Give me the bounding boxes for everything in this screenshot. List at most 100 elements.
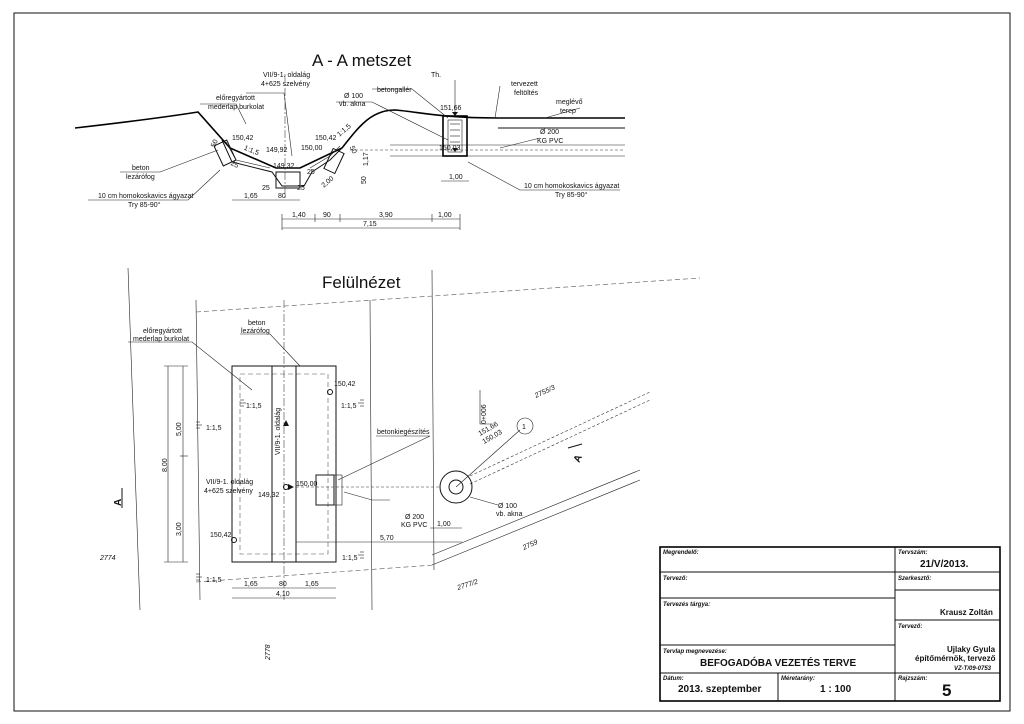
plan-channel [231, 300, 440, 600]
plan-title: Felülnézet [322, 273, 401, 292]
section-dim-25d: 25 [297, 185, 305, 192]
plan-section-mark-left: A [113, 499, 124, 506]
plan-concrete-fill [315, 474, 335, 506]
tb-date: 2013. szeptember [678, 684, 761, 695]
plan-dim-500: 5,00 [176, 422, 183, 436]
plan-node-number: 1 [522, 424, 526, 431]
tb-plan-no-label: Tervszám: [898, 550, 927, 556]
section-dim-80: 80 [278, 193, 286, 200]
section-dim-715: 7,15 [363, 221, 377, 228]
tb-designer-name: Ujlaky Gyula [947, 645, 996, 654]
section-dim-25a: 25 [229, 160, 239, 170]
section-level-7: 150,03 [439, 145, 461, 152]
plan-level-2: 150,00 [296, 481, 318, 488]
tb-scale: 1 : 100 [820, 684, 852, 695]
plan-slope-2: 1:1,5 [341, 403, 357, 410]
section-dim-117: 1,17 [363, 152, 370, 166]
section-level-2: 149,92 [266, 147, 288, 154]
plan-d100-label-2: vb. akna [496, 511, 523, 518]
tb-designer2-label: Tervező: [898, 624, 922, 630]
plan-boundary-left [127, 267, 141, 611]
title-block: Megrendelő: Tervszám: 21/V/2013. Tervező… [659, 546, 1001, 702]
tb-client-label: Megrendelő: [663, 550, 699, 556]
section-gravel-right-label-2: Try 85-90° [555, 191, 588, 199]
section-level-1: 150,42 [232, 135, 254, 142]
section-d100-label-2: vb. akna [339, 101, 366, 108]
plan-station-label: VII/9-1. oldalág [206, 479, 253, 486]
section-prefab-label-2: mederlap burkolat [208, 104, 264, 111]
plan-axis-label: VII/9-1. oldalág [275, 408, 282, 455]
plan-parcel-2759: 2759 [521, 539, 539, 552]
tb-drawing-no: 5 [942, 681, 951, 700]
section-prefab-label: előregyártott [216, 95, 255, 102]
section-gravel-right-label: 10 cm homokoskavics ágyazat [524, 183, 619, 190]
section-existing-label: meglévő [556, 99, 583, 106]
plan-level-4: 150,42 [210, 532, 232, 539]
plan-slope-3: 1:1,5 [206, 425, 222, 432]
plan-parcel-2755: 2755/3 [533, 384, 556, 400]
section-dim-50c: 50 [361, 176, 368, 184]
section-station-label-2: 4+625 szelvény [261, 81, 310, 88]
plan-dim-100: 1,00 [437, 521, 451, 528]
plan-slope-4: 1:1,5 [342, 555, 358, 562]
plan-level-3: 149,32 [258, 492, 280, 499]
section-level-4: 150,42 [315, 135, 337, 142]
plan-dim-80: 80 [279, 581, 287, 588]
plan-parcel-2777: 2777/2 [456, 579, 480, 593]
section-dim-165: 1,65 [244, 193, 258, 200]
plan-dim-300: 3,00 [176, 522, 183, 536]
section-th-label: Th. [431, 72, 441, 79]
tb-subject-label: Tervezés tárgya: [663, 602, 710, 608]
section-station-label: VII/9-1. oldalág [263, 72, 310, 79]
tb-sheet-name: BEFOGADÓBA VEZETÉS TERVE [700, 656, 856, 669]
tb-designer-reg: VZ-T/09-0753 [954, 666, 992, 672]
section-fill-label: tervezett [511, 81, 538, 88]
plan-section-mark-right: A [572, 453, 585, 464]
plan-view: Felülnézet 1 [99, 267, 701, 661]
plan-ditch-line [469, 399, 651, 485]
tb-scale-label: Méretarány: [781, 676, 815, 682]
sheet-frame [13, 12, 1011, 712]
plan-dim-410: 4,10 [276, 591, 290, 598]
section-concrete-label-2: lezárófog [126, 174, 155, 181]
section-d200-label: Ø 200 [540, 129, 559, 136]
section-concrete-label: beton [132, 165, 150, 172]
section-dim-50a: 50 [210, 138, 220, 148]
section-terrain-line [74, 109, 625, 169]
section-dim-100a: 1,00 [449, 174, 463, 181]
plan-manhole: 1 [439, 417, 534, 504]
section-concrete-curb-label: betongallér [377, 87, 412, 94]
section-fill-label-2: feltöltés [514, 90, 539, 97]
tb-editor-label: Szerkesztő: [898, 576, 931, 582]
plan-concrete-label-2: lezárófog [241, 328, 270, 335]
section-d100-label: Ø 100 [344, 93, 363, 100]
plan-parcel-2778: 2778 [265, 644, 272, 661]
section-dim-25b: 25 [307, 169, 315, 176]
plan-level-1: 150,42 [334, 381, 356, 388]
tb-designer-label: Tervező: [663, 576, 687, 582]
plan-d200-label-2: KG PVC [401, 522, 427, 529]
plan-d100-label: Ø 100 [498, 503, 517, 510]
plan-chainage-label: 0+006 [481, 404, 488, 424]
plan-slope-1: 1:1,5 [246, 403, 262, 410]
plan-parcel-line-top [195, 277, 701, 313]
section-manhole [442, 80, 468, 157]
section-slope-2: 1:1,5 [336, 123, 353, 138]
section-dim-90: 90 [323, 212, 331, 219]
plan-parcel-2774: 2774 [99, 555, 116, 562]
tb-editor-name: Krausz Zoltán [940, 608, 993, 617]
plan-prefab-label-2: mederlap burkolat [133, 336, 189, 343]
section-level-6: 151,66 [440, 105, 462, 112]
plan-prefab-label: előregyártott [143, 328, 182, 335]
section-dim-140: 1,40 [292, 212, 306, 219]
section-title: A - A metszet [312, 51, 411, 70]
tb-date-label: Dátum: [663, 676, 684, 682]
plan-concrete-label: beton [248, 320, 266, 327]
section-existing-label-2: terep [560, 108, 576, 115]
section-view: A - A metszet [74, 51, 625, 230]
plan-d200-label: Ø 200 [405, 514, 424, 521]
section-dim-390: 3,90 [379, 212, 393, 219]
tb-drawing-no-label: Rajzszám: [898, 676, 927, 682]
tb-designer-title: építőmérnök, tervező [915, 654, 996, 663]
